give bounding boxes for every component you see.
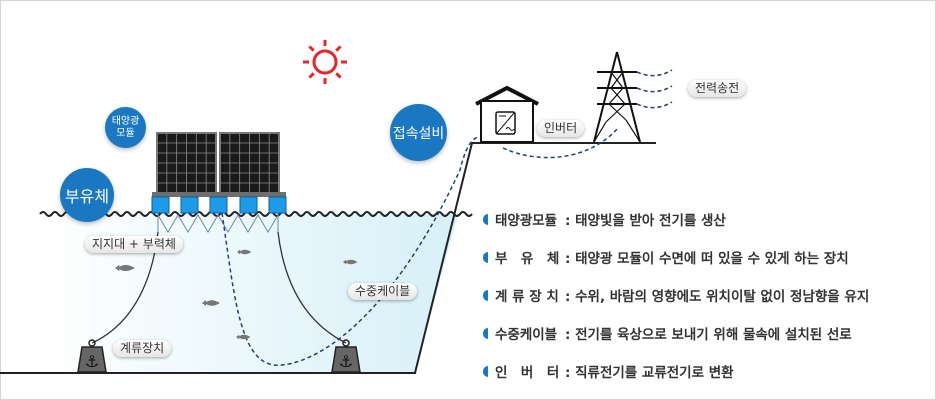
legend-term: 부 유 체	[495, 251, 560, 267]
legend-term: 수중케이블	[495, 327, 558, 343]
legend-item: 부 유 체 : 태양광 모듈이 수면에 떠 있을 수 있게 하는 장치	[483, 238, 869, 276]
inverter-house-icon	[475, 85, 539, 143]
float-units	[151, 196, 287, 214]
legend-item: 인 버 터 : 직류전기를 교류전기로 변환	[483, 352, 869, 390]
mooring-line-right	[277, 231, 347, 344]
mooring-line-left	[91, 231, 159, 344]
transmission-tower-icon	[593, 51, 641, 143]
legend-desc: : 태양빛을 받아 전기를 생산	[565, 213, 726, 229]
fish-icon	[237, 249, 252, 255]
legend-desc: : 수위, 바람의 영향에도 위치이탈 없이 정남향을 유지	[565, 289, 870, 305]
water	[40, 214, 458, 373]
legend-desc: : 태양광 모듈이 수면에 떠 있을 수 있게 하는 장치	[565, 251, 849, 267]
inverter-label: 인버터	[537, 120, 585, 137]
fish-icon	[115, 264, 135, 272]
transmission-label: 전력송전	[688, 80, 747, 97]
bullet-icon	[483, 327, 488, 339]
legend-item: 수중케이블 : 전기를 육상으로 보내기 위해 물속에 설치된 선로	[483, 314, 869, 352]
legend-item: 태양광모듈 : 태양빛을 받아 전기를 생산	[483, 200, 869, 238]
connection-equipment-badge: 접속설비	[390, 104, 447, 161]
legend-item: 계 류 장 치 : 수위, 바람의 영향에도 위치이탈 없이 정남향을 유지	[483, 276, 869, 314]
anchor-weight-left: ⚓	[77, 339, 107, 373]
bullet-icon	[483, 213, 488, 225]
legend-term: 계 류 장 치	[495, 289, 559, 305]
fish-icon	[343, 259, 358, 265]
fish-icon	[236, 334, 251, 340]
float-badge: 부유체	[60, 168, 114, 222]
support-buoyancy-label: 지지대 + 부력체	[85, 236, 183, 253]
mooring-label: 계류장치	[113, 340, 172, 357]
solar-module-label-line2: 모듈	[116, 127, 135, 139]
underwater-cable	[221, 136, 479, 366]
solar-module-label-line1: 태양광	[111, 115, 140, 127]
fish-icon	[202, 300, 220, 306]
sun-icon	[303, 40, 347, 84]
legend-term: 인 버 터	[495, 365, 560, 381]
legend-desc: : 전기를 육상으로 보내기 위해 물속에 설치된 선로	[565, 327, 852, 343]
solar-panel-module	[152, 132, 286, 197]
svg-text:⚓: ⚓	[85, 352, 99, 371]
legend-list: 태양광모듈 : 태양빛을 받아 전기를 생산 부 유 체 : 태양광 모듈이 수면에…	[483, 200, 869, 390]
support-truss	[157, 213, 279, 233]
transmission-waves	[636, 69, 673, 109]
bullet-icon	[483, 289, 488, 301]
bullet-icon	[483, 251, 488, 263]
underwater-cable-label: 수중케이블	[348, 283, 418, 300]
fish-icons	[115, 249, 358, 340]
anchor-weight-right: ⚓	[331, 339, 361, 373]
land-line	[414, 142, 656, 374]
bullet-icon	[483, 365, 488, 377]
legend-term: 태양광모듈	[495, 213, 558, 229]
svg-text:⚓: ⚓	[339, 352, 353, 371]
legend-desc: : 직류전기를 교류전기로 변환	[565, 365, 734, 381]
water-surface-wave	[39, 211, 473, 217]
